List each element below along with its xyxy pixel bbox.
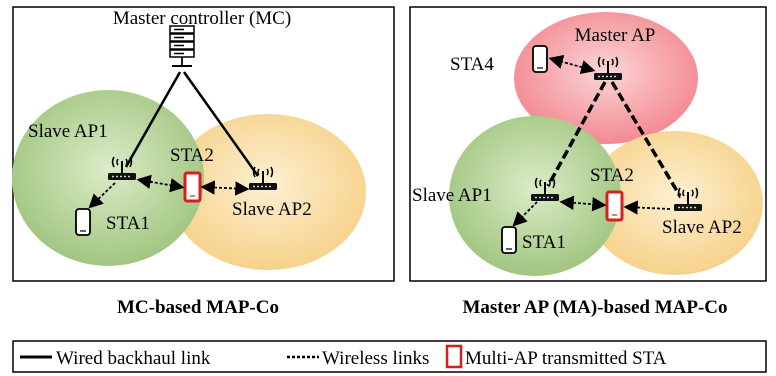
slave-ap2-label: Slave AP2 bbox=[662, 217, 742, 238]
master-ap-label: Master AP bbox=[575, 25, 656, 46]
master-controller-label: Master controller (MC) bbox=[113, 8, 291, 29]
wireless-link-ap2-sta2 bbox=[623, 200, 671, 215]
wireless-link-ap1-sta2 bbox=[559, 195, 607, 212]
wired-link-mc-ap2 bbox=[182, 71, 260, 177]
legend-frame bbox=[12, 340, 767, 373]
sta2-highlight-box bbox=[605, 190, 624, 222]
wireless-link-ma-sta4 bbox=[548, 54, 596, 75]
phone-icon bbox=[75, 208, 91, 236]
wireless-link-sta2-ap2 bbox=[200, 180, 250, 196]
wireless-link-ap1-sta2 bbox=[136, 174, 185, 193]
phone-icon bbox=[501, 226, 517, 254]
slave-ap2-coverage-region bbox=[170, 114, 366, 270]
left-panel: Master controller (MC) Slave AP1 Slave A… bbox=[12, 6, 395, 318]
slave-ap2-coverage-region bbox=[587, 131, 763, 275]
slave-ap1-label: Slave AP1 bbox=[412, 185, 492, 206]
right-panel: Master AP STA4 Slave AP1 Slave AP2 STA2 … bbox=[409, 6, 767, 318]
wired-link-mc-ap1 bbox=[124, 71, 182, 168]
wireless-backhaul-ma-ap1 bbox=[546, 81, 607, 187]
slave-ap2-label: Slave AP2 bbox=[232, 199, 312, 220]
wireless-backhaul-ma-ap2 bbox=[610, 81, 682, 197]
slave-ap1-label: Slave AP1 bbox=[28, 121, 108, 142]
legend-wireless-label: Wireless links bbox=[322, 348, 429, 369]
wireless-link-ap1-sta1 bbox=[512, 201, 538, 227]
legend: Wired backhaul link Wireless links Multi… bbox=[12, 340, 767, 373]
server-icon bbox=[169, 25, 195, 67]
sta1-label: STA1 bbox=[522, 232, 566, 253]
legend-multi-ap-swatch bbox=[445, 344, 463, 369]
sta2-highlight-box bbox=[183, 171, 202, 203]
sta1-label: STA1 bbox=[106, 213, 150, 234]
wireless-link-ap1-sta1 bbox=[88, 182, 116, 209]
sta4-label: STA4 bbox=[450, 54, 494, 75]
legend-multi-ap-label: Multi-AP transmitted STA bbox=[465, 348, 667, 369]
right-panel-caption: Master AP (MA)-based MAP-Co bbox=[462, 297, 727, 318]
left-panel-caption: MC-based MAP-Co bbox=[117, 297, 279, 318]
sta2-label: STA2 bbox=[170, 145, 214, 166]
legend-wired-label: Wired backhaul link bbox=[56, 348, 211, 369]
phone-icon bbox=[532, 45, 548, 73]
sta2-label: STA2 bbox=[590, 165, 634, 186]
